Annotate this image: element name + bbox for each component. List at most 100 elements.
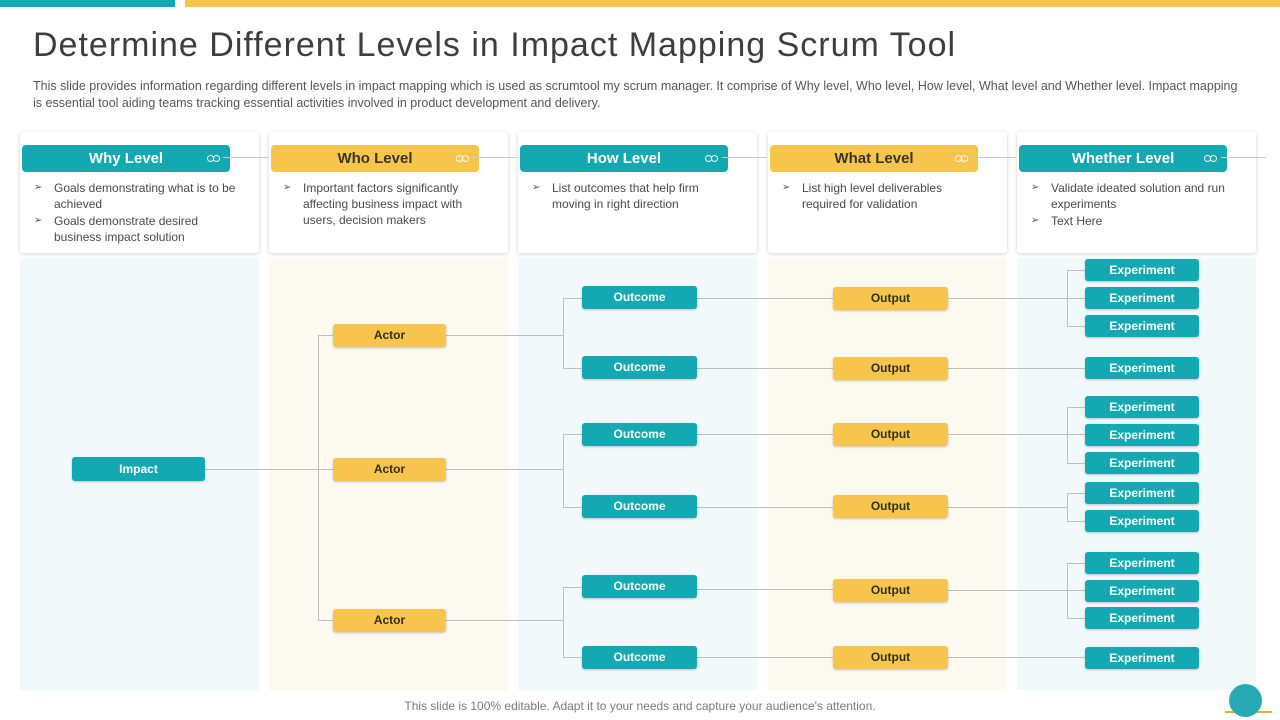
connector-line: [1067, 521, 1085, 522]
connector-line: [1067, 618, 1085, 619]
column-why-card: Why Level Goals demonstrating what is to…: [20, 132, 259, 253]
connector-line: [697, 507, 833, 508]
bullet-item: List outcomes that help firm moving in r…: [530, 180, 735, 212]
experiment-node: Experiment: [1085, 580, 1199, 602]
column-how-card: How Level List outcomes that help firm m…: [518, 132, 757, 253]
footer-note: This slide is 100% editable. Adapt it to…: [404, 699, 876, 713]
connector-line: [697, 657, 833, 658]
connector-line: [563, 507, 582, 508]
connector-line: [948, 507, 1067, 508]
connector-line: [1067, 270, 1085, 271]
experiment-node: Experiment: [1085, 482, 1199, 504]
connector-line: [205, 469, 333, 470]
link-icon: [207, 155, 223, 162]
bullet-item: Important factors significantly affectin…: [281, 180, 486, 228]
slide-description: This slide provides information regardin…: [33, 79, 1238, 110]
link-icon: [705, 155, 721, 162]
experiment-node: Experiment: [1085, 607, 1199, 629]
connector-line: [563, 368, 582, 369]
connector-line: [1067, 493, 1068, 521]
connector-line: [697, 368, 833, 369]
outcome-node: Outcome: [582, 286, 697, 309]
experiment-node: Experiment: [1085, 357, 1199, 379]
column-what-header: What Level: [770, 145, 978, 172]
column-how-bullets: List outcomes that help firm moving in r…: [530, 180, 735, 213]
column-who-bullets: Important factors significantly affectin…: [281, 180, 486, 229]
connector-line: [446, 620, 563, 621]
link-icon: [456, 155, 472, 162]
column-whether-card: Whether Level Validate ideated solution …: [1017, 132, 1256, 253]
experiment-node: Experiment: [1085, 424, 1199, 446]
top-accent-bar-teal: [0, 0, 175, 7]
connector-line: [1067, 563, 1068, 618]
connector-line: [1067, 407, 1068, 463]
experiment-node: Experiment: [1085, 510, 1199, 532]
connector-line: [1067, 563, 1085, 564]
column-whether-header: Whether Level: [1019, 145, 1227, 172]
connector-line: [697, 589, 833, 590]
experiment-node: Experiment: [1085, 287, 1199, 309]
column-how-background: [518, 258, 757, 690]
experiment-node: Experiment: [1085, 396, 1199, 418]
column-whether-header-label: Whether Level: [1071, 150, 1175, 167]
column-who-header-label: Who Level: [337, 150, 413, 167]
column-who-header: Who Level: [271, 145, 479, 172]
connector-line: [948, 298, 1085, 299]
column-why-bullets: Goals demonstrating what is to be achiev…: [32, 180, 237, 246]
connector-line: [948, 657, 1085, 658]
column-whether-bullets: Validate ideated solution and run experi…: [1029, 180, 1234, 230]
decor-circle: [1229, 684, 1262, 717]
column-who-card: Who Level Important factors significantl…: [269, 132, 508, 253]
outcome-node: Outcome: [582, 356, 697, 379]
header-connector: [722, 157, 767, 158]
connector-line: [1067, 270, 1068, 326]
connector-line: [563, 587, 582, 588]
bullet-item: Validate ideated solution and run experi…: [1029, 180, 1234, 212]
outcome-node: Outcome: [582, 495, 697, 518]
top-accent-bar-yellow: [185, 0, 1280, 7]
outcome-node: Outcome: [582, 423, 697, 446]
connector-line: [563, 587, 564, 657]
header-connector: [472, 157, 517, 158]
page-title: Determine Different Levels in Impact Map…: [33, 26, 957, 64]
connector-line: [446, 469, 563, 470]
bullet-item: Goals demonstrating what is to be achiev…: [32, 180, 237, 212]
connector-line: [948, 434, 1085, 435]
connector-line: [563, 657, 582, 658]
header-connector: [1221, 157, 1266, 158]
column-what-background: [768, 258, 1007, 690]
outcome-node: Outcome: [582, 575, 697, 598]
connector-line: [318, 335, 333, 336]
connector-line: [1067, 493, 1085, 494]
output-node: Output: [833, 423, 948, 446]
connector-line: [1067, 326, 1085, 327]
output-node: Output: [833, 646, 948, 669]
column-what-header-label: What Level: [834, 150, 914, 167]
bullet-item: Text Here: [1029, 213, 1234, 229]
output-node: Output: [833, 287, 948, 310]
column-what-bullets: List high level deliverables required fo…: [780, 180, 985, 213]
connector-line: [318, 335, 319, 620]
connector-line: [446, 335, 563, 336]
connector-line: [563, 298, 582, 299]
column-how-header-label: How Level: [586, 150, 662, 167]
actor-node: Actor: [333, 609, 446, 632]
actor-node: Actor: [333, 458, 446, 481]
experiment-node: Experiment: [1085, 647, 1199, 669]
link-icon: [955, 155, 971, 162]
header-connector: [223, 157, 268, 158]
connector-line: [1067, 463, 1085, 464]
connector-line: [1067, 407, 1085, 408]
bullet-item: Goals demonstrate desired business impac…: [32, 213, 237, 245]
column-how-header: How Level: [520, 145, 728, 172]
output-node: Output: [833, 495, 948, 518]
actor-node: Actor: [333, 324, 446, 347]
connector-line: [697, 434, 833, 435]
connector-line: [948, 590, 1085, 591]
connector-line: [563, 298, 564, 368]
outcome-node: Outcome: [582, 646, 697, 669]
header-connector: [971, 157, 1016, 158]
connector-line: [318, 620, 333, 621]
link-icon: [1204, 155, 1220, 162]
output-node: Output: [833, 579, 948, 602]
